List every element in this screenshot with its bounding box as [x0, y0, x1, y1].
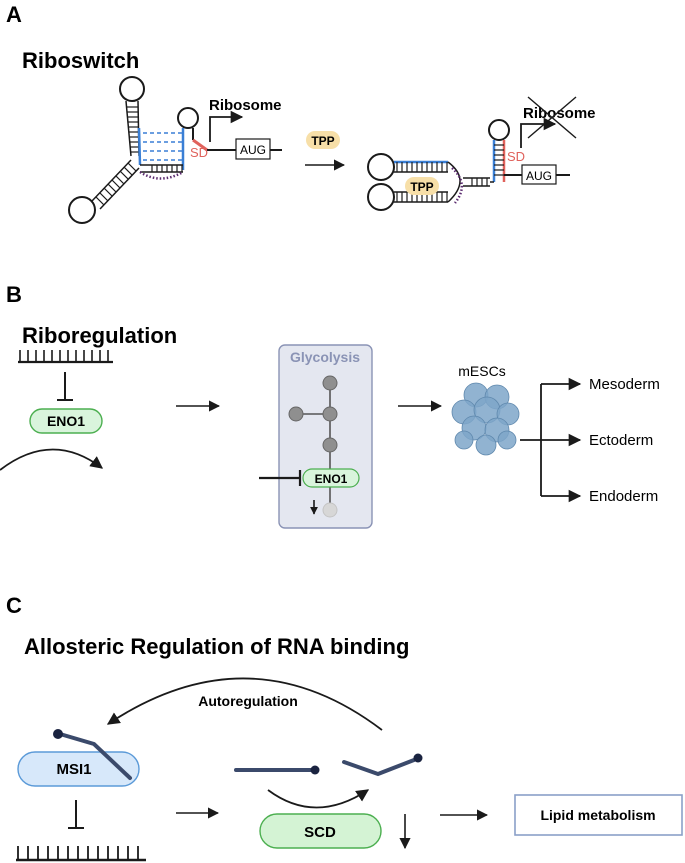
riboswitch-on-structure: AUG SD Ribosome	[68, 76, 282, 224]
tpp-transition: TPP	[305, 131, 346, 171]
ribosome-label-off: Ribosome	[523, 105, 596, 122]
tpp-label: TPP	[311, 134, 334, 148]
panel-c: C Allosteric Regulation of RNA binding A…	[6, 593, 683, 862]
fate-ectoderm: Ectoderm	[589, 432, 653, 449]
lipid-metabolism-box	[514, 794, 683, 836]
metabolite-node	[322, 437, 338, 453]
eno1-label-pathway: ENO1	[315, 472, 348, 486]
panel-b-letter: B	[6, 282, 22, 307]
autoregulation-label: Autoregulation	[198, 693, 298, 709]
eno1-label-left: ENO1	[47, 413, 85, 429]
panel-c-title: Allosteric Regulation of RNA binding	[24, 634, 409, 659]
eno1-pill-left	[29, 408, 103, 434]
metabolite-node-faded	[322, 502, 338, 518]
riboswitch-off-structure: AUG SD Ribosome TPP	[367, 96, 596, 211]
rna-comb-b	[18, 350, 113, 364]
panel-a-title: Riboswitch	[22, 48, 139, 73]
panel-a-letter: A	[6, 2, 22, 27]
metabolite-node	[322, 406, 338, 422]
fate-branches: Mesoderm Ectoderm Endoderm	[520, 376, 660, 505]
sd-label-left: SD	[190, 145, 208, 160]
mescs-label: mESCs	[458, 363, 505, 379]
sd-label-right: SD	[507, 149, 525, 164]
glycolysis-label: Glycolysis	[290, 349, 360, 365]
ribosome-label-on: Ribosome	[209, 97, 282, 114]
panel-b-title: Riboregulation	[22, 323, 177, 348]
panel-c-letter: C	[6, 593, 22, 618]
metabolite-node	[322, 375, 338, 391]
mescs-cluster: mESCs	[451, 363, 520, 456]
fate-endoderm: Endoderm	[589, 488, 658, 505]
aug-label-left: AUG	[240, 143, 266, 157]
metabolite-node	[288, 406, 304, 422]
rna-comb-c	[16, 846, 146, 862]
scd-pill	[259, 813, 382, 849]
scd-label: SCD	[304, 824, 336, 841]
tpp-badge	[306, 131, 340, 149]
lipid-metabolism-label: Lipid metabolism	[540, 807, 655, 823]
tpp-bound-badge	[405, 177, 439, 195]
panel-a: A Riboswitch	[6, 2, 596, 224]
msi1-label: MSI1	[56, 761, 91, 778]
glycolysis-box: Glycolysis ENO1	[278, 344, 373, 529]
panel-b: B Riboregulation ENO1 Glycolysi	[0, 282, 660, 529]
tpp-bound-label: TPP	[410, 180, 433, 194]
aug-label-right: AUG	[526, 169, 552, 183]
fate-mesoderm: Mesoderm	[589, 376, 660, 393]
eno1-pill-pathway	[302, 468, 360, 488]
